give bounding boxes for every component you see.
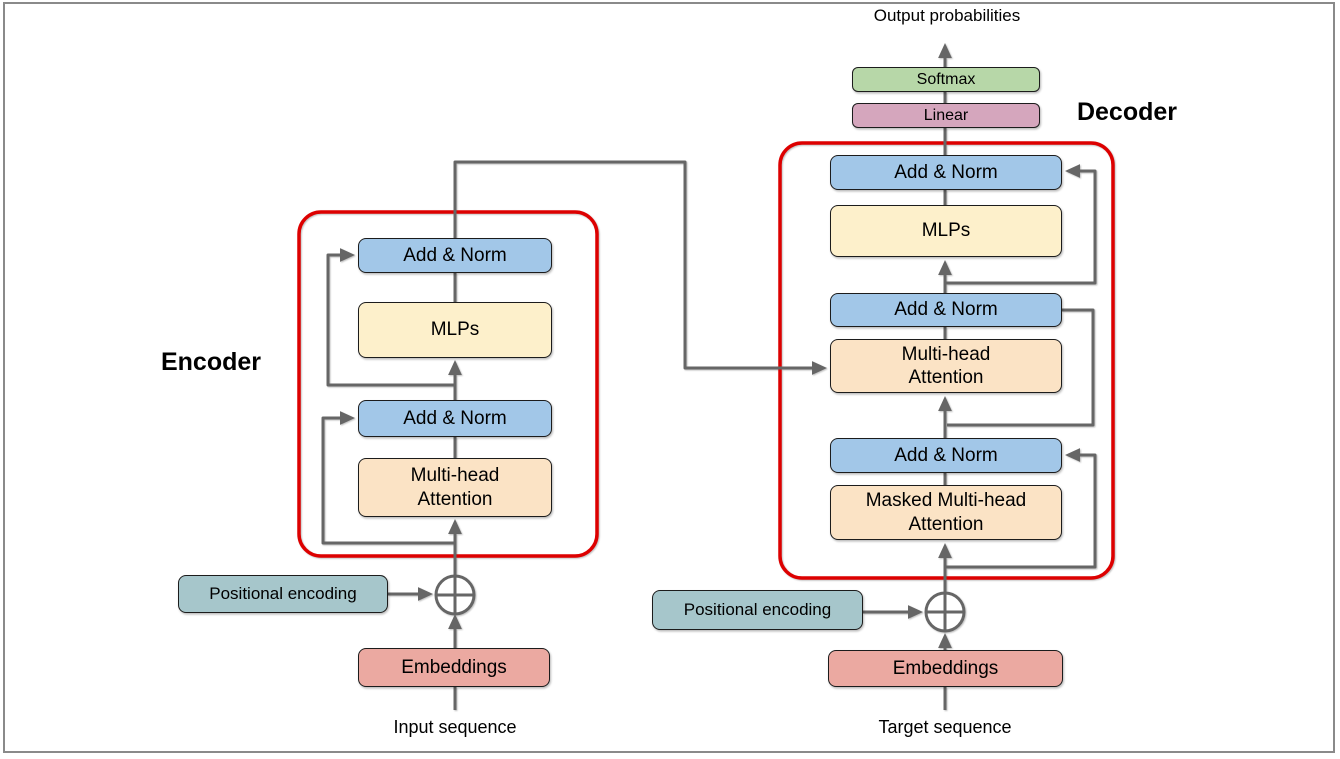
skip-decoder-top: [945, 164, 1097, 285]
decoder-mlps-label: MLPs: [921, 220, 971, 242]
target-sequence-label: Target sequence: [878, 717, 1012, 737]
encoder-multi-head-attention-block: Multi-head Attention: [358, 458, 552, 517]
decoder-masked-multi-head-attention-label: Masked Multi-head Attention: [865, 490, 1027, 535]
plus-circle-encoder: [434, 574, 476, 616]
edge-encoder-to-decoder: [453, 160, 827, 375]
encoder-add-norm-top-block: Add & Norm: [358, 238, 552, 273]
softmax-label: Softmax: [916, 70, 976, 88]
encoder-label: Encoder: [160, 348, 262, 376]
skip-encoder-bottom: [321, 411, 455, 545]
encoder-positional-encoding-label: Positional encoding: [209, 583, 357, 603]
encoder-container-outline: [297, 210, 599, 558]
encoder-mlps-label: MLPs: [430, 319, 480, 341]
decoder-multi-head-attention-block: Multi-head Attention: [830, 339, 1062, 393]
encoder-mlps-block: MLPs: [358, 302, 552, 358]
linear-block: Linear: [852, 103, 1040, 128]
linear-label: Linear: [923, 106, 969, 124]
decoder-add-norm-top-block: Add & Norm: [830, 155, 1062, 190]
decoder-mlps-block: MLPs: [830, 205, 1062, 257]
decoder-embeddings-block: Embeddings: [828, 650, 1063, 687]
encoder-add-norm-top-label: Add & Norm: [403, 244, 507, 266]
decoder-positional-encoding-label: Positional encoding: [683, 599, 832, 619]
plus-circle-decoder: [924, 591, 966, 633]
decoder-add-norm-bottom-label: Add & Norm: [894, 444, 998, 466]
skip-encoder-top: [326, 248, 455, 387]
encoder-add-norm-bottom-label: Add & Norm: [403, 407, 507, 429]
encoder-positional-encoding-block: Positional encoding: [178, 575, 388, 613]
skip-decoder-mid: [947, 308, 1095, 427]
encoder-multi-head-attention-label: Multi-head Attention: [410, 465, 500, 510]
encoder-embeddings-block: Embeddings: [358, 648, 550, 687]
decoder-label: Decoder: [1076, 98, 1178, 126]
encoder-embeddings-label: Embeddings: [401, 656, 507, 678]
decoder-multi-head-attention-label: Multi-head Attention: [901, 343, 991, 388]
encoder-add-norm-bottom-block: Add & Norm: [358, 400, 552, 437]
decoder-add-norm-mid-block: Add & Norm: [830, 293, 1062, 327]
input-sequence-label: Input sequence: [393, 717, 517, 737]
skip-decoder-bottom: [945, 448, 1097, 569]
decoder-add-norm-top-label: Add & Norm: [894, 161, 998, 183]
decoder-masked-multi-head-attention-block: Masked Multi-head Attention: [830, 485, 1062, 540]
decoder-add-norm-bottom-block: Add & Norm: [830, 438, 1062, 473]
connectors: [321, 43, 1097, 710]
output-probabilities-label: Output probabilities: [873, 6, 1021, 25]
decoder-add-norm-mid-label: Add & Norm: [894, 299, 998, 321]
decoder-positional-encoding-block: Positional encoding: [652, 590, 863, 630]
softmax-block: Softmax: [852, 67, 1040, 92]
decoder-embeddings-label: Embeddings: [892, 657, 999, 679]
